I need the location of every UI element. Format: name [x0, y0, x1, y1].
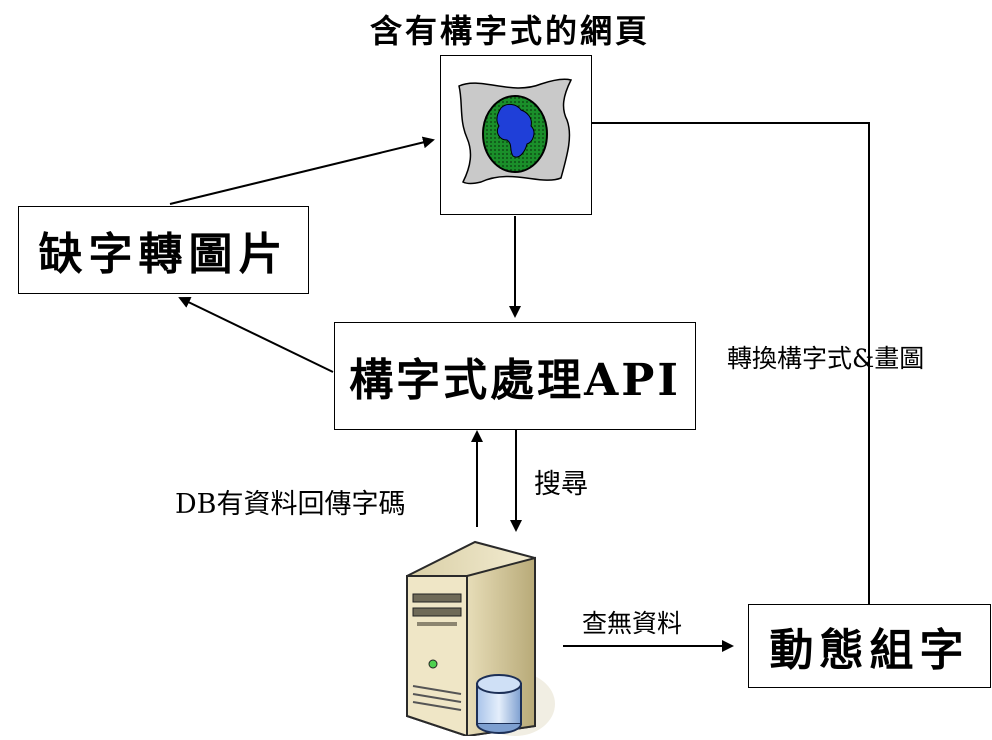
webpage-globe-icon: [440, 55, 592, 215]
node-dynamic: 動態組字: [748, 604, 991, 688]
edge-missing-to-webpage: [169, 136, 435, 205]
node-missing-to-image: 缺字轉圖片: [18, 206, 309, 294]
label-search: 搜尋: [534, 469, 588, 500]
label-db-return: DB有資料回傳字碼: [175, 489, 406, 520]
server-database-icon: [395, 536, 565, 738]
edge-dynamic-to-webpage: [576, 117, 870, 604]
diagram-title: 含有構字式的網頁: [370, 12, 651, 50]
edge-api-to-missing: [178, 296, 334, 373]
node-api: 構字式處理API: [334, 322, 696, 430]
label-convert-draw: 轉換構字式&畫圖: [727, 344, 925, 373]
label-not-found: 查無資料: [582, 609, 683, 638]
